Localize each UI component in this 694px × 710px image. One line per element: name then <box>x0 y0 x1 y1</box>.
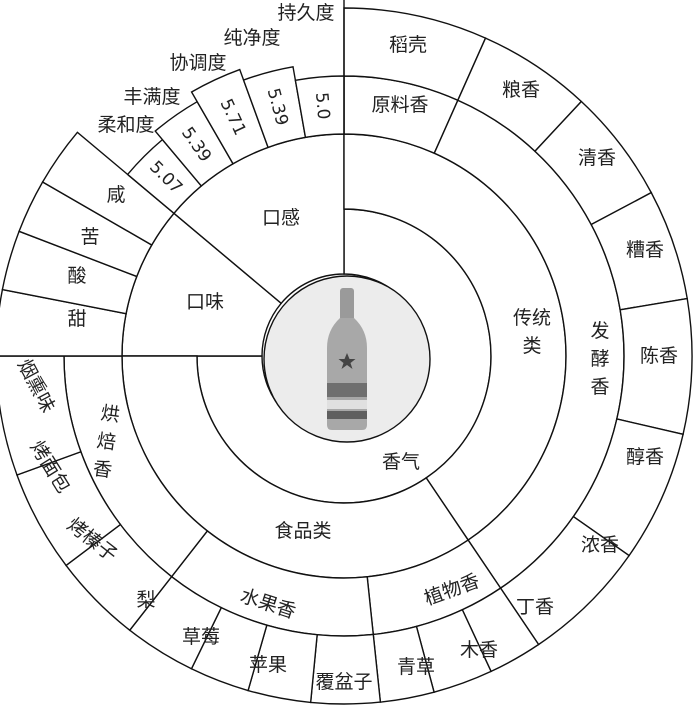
mouthfeel-label-1: 丰满度 <box>123 86 180 108</box>
note-13: 梨 <box>136 589 155 611</box>
note-1: 粮香 <box>502 79 540 101</box>
label-traditional: 传统类 <box>512 307 551 357</box>
label-food: 食品类 <box>274 520 331 542</box>
note-12: 草莓 <box>182 626 220 648</box>
note-11: 苹果 <box>249 654 287 676</box>
label-raw-material: 原料香 <box>371 94 428 116</box>
taste-2: 苦 <box>80 226 99 248</box>
note-7: 丁香 <box>516 596 554 618</box>
note-6: 浓香 <box>581 534 619 556</box>
label-aroma: 香气 <box>382 451 420 473</box>
note-10: 覆盆子 <box>315 671 372 693</box>
label-mouthfeel: 口感 <box>262 207 300 229</box>
note-8: 木香 <box>460 639 498 661</box>
note-2: 清香 <box>578 147 616 169</box>
label-fermentation: 发酵香 <box>590 320 610 398</box>
taste-3: 咸 <box>106 184 125 206</box>
bottle-icon <box>327 288 367 430</box>
label-fermentation-box: 发酵香 <box>590 320 610 398</box>
label-taste: 口味 <box>186 291 224 313</box>
mouthfeel-label-0: 柔和度 <box>97 114 154 136</box>
segment-note <box>309 633 382 705</box>
taste-1: 酸 <box>67 265 86 287</box>
label-traditional-box: 传统类 <box>512 307 551 357</box>
taste-0: 甜 <box>67 308 86 330</box>
note-0: 稻壳 <box>389 34 427 56</box>
mouthfeel-label-4: 持久度 <box>277 2 334 24</box>
note-9: 青草 <box>397 656 435 678</box>
note-3: 糟香 <box>626 239 664 261</box>
mouthfeel-score: 5.0 <box>311 92 333 121</box>
note-5: 醇香 <box>626 446 664 468</box>
mouthfeel-label-2: 协调度 <box>169 52 226 74</box>
note-4: 陈香 <box>640 345 678 367</box>
mouthfeel-label-3: 纯净度 <box>223 27 280 49</box>
